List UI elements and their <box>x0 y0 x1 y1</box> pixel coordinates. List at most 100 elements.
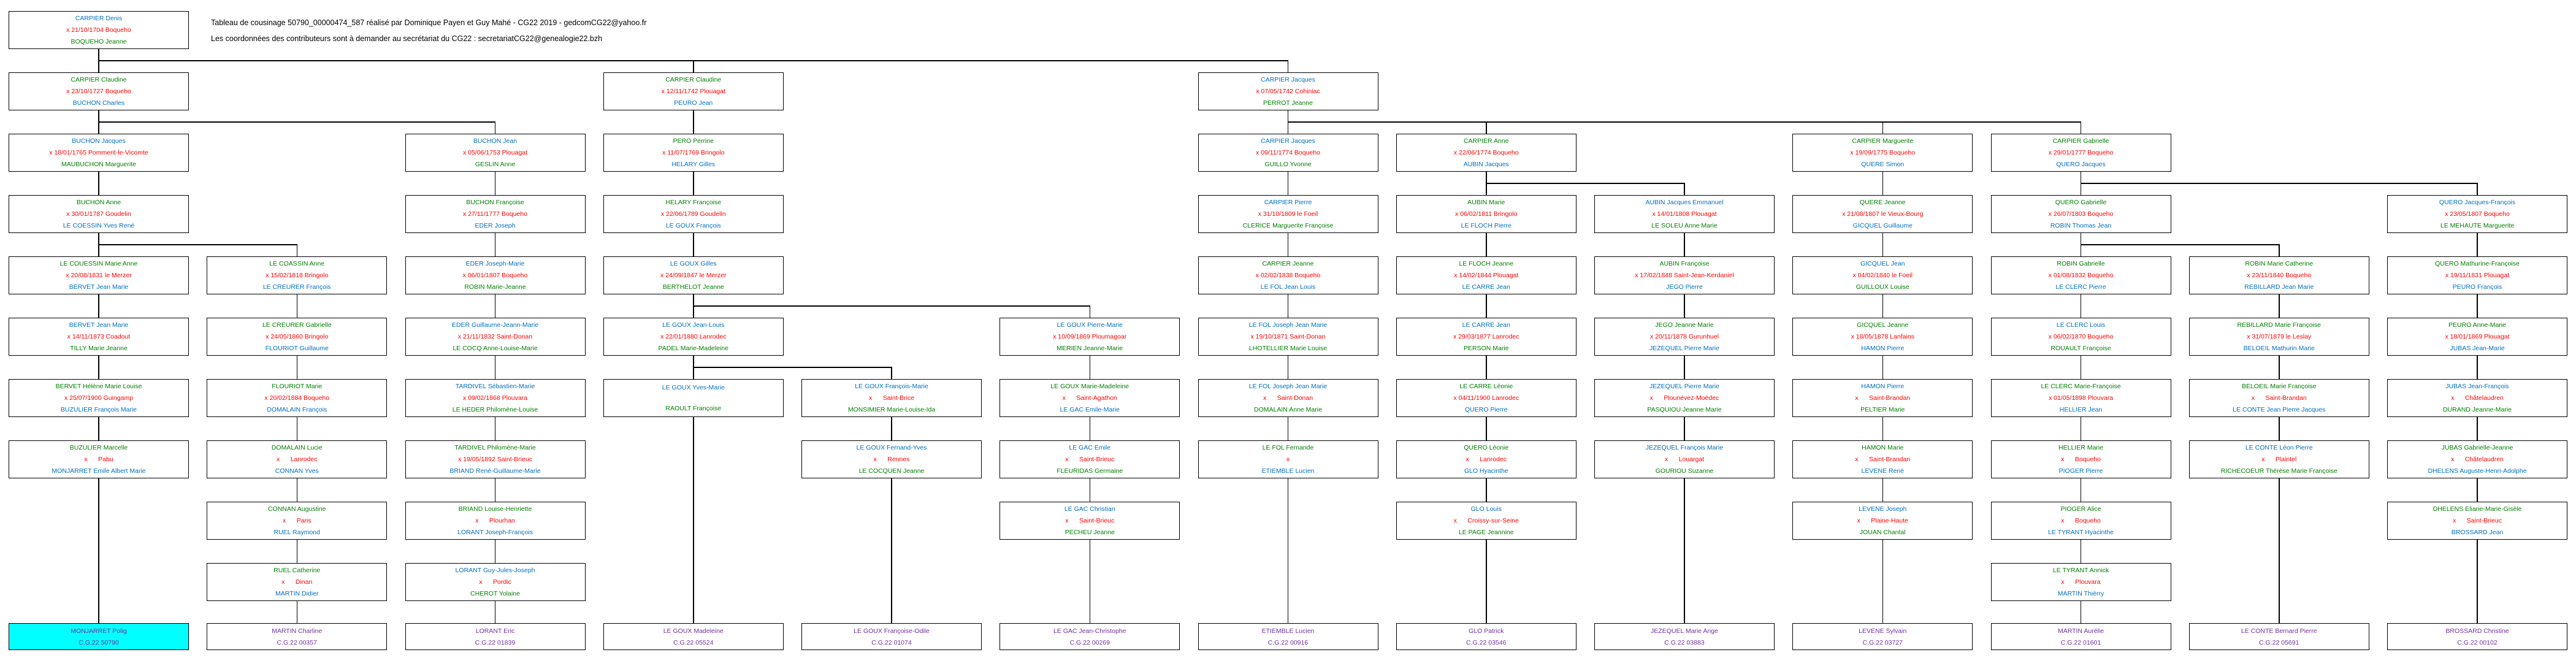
spouse-name: QUERE Simon <box>1861 160 1905 168</box>
vertical-connector-line <box>2477 478 2478 502</box>
person-name: LE GOUX Fernand-Yves <box>856 444 927 452</box>
vertical-connector-line <box>296 601 297 623</box>
person-name: LE GOUX François-Marie <box>855 383 928 391</box>
person-name: RUEL Catherine <box>273 567 321 575</box>
vertical-connector-line <box>693 417 694 623</box>
vertical-connector-line <box>1486 122 1487 134</box>
vertical-connector-line <box>98 294 99 318</box>
contact-code: C.G.22 00916 <box>1267 638 1309 646</box>
marriage-info: x 14/01/1808 Plouagat <box>1652 210 1717 218</box>
person-name: HAMON Marie <box>1862 444 1904 452</box>
person-name: PEURO Anne-Marie <box>2448 321 2506 329</box>
vertical-connector-line <box>2477 356 2478 379</box>
marriage-info: x 14/02/1844 Plouagat <box>1454 271 1519 279</box>
contact-code: C.G.22 05524 <box>673 638 714 646</box>
marriage-info: x 18/01/1765 Pommerit-le-Vicomte <box>49 148 148 156</box>
person-name: LE FOL Fernande <box>1262 444 1314 452</box>
spouse-name: LHOTELLIER Marie Louise <box>1248 344 1328 352</box>
vertical-connector-line <box>693 367 694 379</box>
vertical-connector-line <box>1287 122 1289 134</box>
person-name: HAMON Pierre <box>1861 383 1905 391</box>
vertical-connector-line <box>1089 417 1090 440</box>
marriage-info: x 19/10/1871 Saint-Donan <box>1250 332 1326 340</box>
person-name: LE TYRANT Annick <box>2052 567 2109 575</box>
marriage-info: x Châtelaudren <box>2451 394 2504 402</box>
spouse-name: PEURO Jean <box>674 99 713 107</box>
person-name: CARPIER Gabrielle <box>2052 137 2109 145</box>
marriage-info: x 04/02/1840 le Foeil <box>1852 271 1913 279</box>
vertical-connector-line <box>98 110 99 122</box>
vertical-connector-line <box>1684 233 1685 256</box>
marriage-info: x Châtelaudren <box>2451 455 2504 463</box>
person-name: HELLIER Marie <box>2058 444 2103 452</box>
vertical-connector-line <box>98 49 99 61</box>
marriage-info: x Lanrodec <box>276 455 318 463</box>
person-name: GICQUEL Jean <box>1860 260 1905 268</box>
marriage-info: x Plaine-Haute <box>1857 516 1908 524</box>
marriage-info: x 05/06/1753 Plouagat <box>462 148 528 156</box>
person-name: LE CLERC Marie-Françoise <box>2041 383 2121 391</box>
person-name: JEGO Jeanne Marie <box>1655 321 1714 329</box>
vertical-connector-line <box>1287 110 1289 122</box>
spouse-name: GOURIOU Suzanne <box>1655 467 1714 475</box>
vertical-connector-line <box>1882 356 1883 379</box>
person-name: CARPIER Marguerite <box>1852 137 1914 145</box>
vertical-connector-line <box>693 172 694 195</box>
vertical-connector-line <box>1882 540 1883 623</box>
spouse-name: DOMALAIN François <box>267 405 327 413</box>
horizontal-connector-line <box>1288 121 2082 123</box>
marriage-info: x 25/07/1900 Guingamp <box>64 394 134 402</box>
vertical-connector-line <box>296 417 297 440</box>
marriage-info: x Lanrodec <box>1466 455 1507 463</box>
vertical-connector-line <box>1089 540 1090 623</box>
vertical-connector-line <box>1486 540 1487 623</box>
marriage-info: x 14/11/1873 Coadout <box>67 332 131 340</box>
person-name: LE GOUX Marie-Madeleine <box>1050 383 1129 391</box>
spouse-name: GICQUEL Guillaume <box>1852 221 1913 229</box>
spouse-name: BRIAND René-Guillaume-Marie <box>449 467 541 475</box>
marriage-info: x 29/03/1877 Lanrodec <box>1453 332 1519 340</box>
spouse-name: REBILLARD Jean Marie <box>2244 283 2314 291</box>
marriage-info: x Boqueho <box>2061 455 2101 463</box>
marriage-info: x 09/11/1774 Boqueho <box>1256 148 1320 156</box>
spouse-name: CLERICE Marguerite Françoise <box>1242 221 1334 229</box>
marriage-info: x 21/10/1704 Boqueho <box>66 26 131 34</box>
person-name: GLO Louis <box>1470 505 1502 513</box>
marriage-info: x Pabu <box>84 455 113 463</box>
vertical-connector-line <box>1089 478 1090 502</box>
vertical-connector-line <box>891 478 892 623</box>
marriage-info: x 27/11/1777 Boqueho <box>463 210 527 218</box>
marriage-info: x 22/01/1880 Lanrodec <box>660 332 727 340</box>
marriage-info: x 06/01/1807 Boqueho <box>462 271 528 279</box>
marriage-info: x 09/02/1868 Plouvara <box>462 394 528 402</box>
vertical-connector-line <box>494 172 496 195</box>
marriage-info: x 23/10/1727 Boqueho <box>66 87 131 95</box>
marriage-info: x 19/05/1892 Saint-Brieuc <box>458 455 532 463</box>
contact-name: LE CONTE Bernard Pierre <box>2241 627 2317 635</box>
vertical-connector-line <box>296 356 297 379</box>
spouse-name: LE CONTE Jean Pierre Jacques <box>2233 405 2326 413</box>
person-name: CARPIER Jacques <box>1261 137 1315 145</box>
marriage-info: x Saint-Brandan <box>1855 455 1911 463</box>
person-name: LE FLOCH Jeanne <box>1459 260 1514 268</box>
contact-code: C.G.22 00269 <box>1069 638 1110 646</box>
contact-code: C.G.22 03546 <box>1466 638 1507 646</box>
vertical-connector-line <box>693 294 694 306</box>
